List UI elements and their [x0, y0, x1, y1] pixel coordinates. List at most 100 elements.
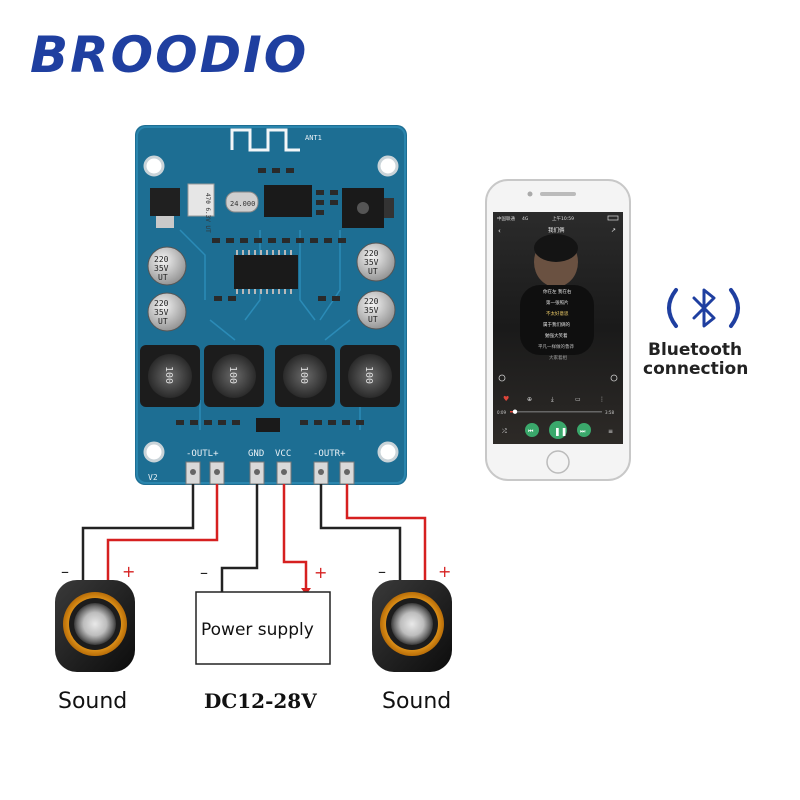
svg-text:100: 100 — [298, 366, 309, 384]
capacitor-right-top: 220 35V UT — [356, 242, 396, 282]
wires — [81, 484, 427, 592]
more-icon[interactable]: ⋮ — [599, 396, 605, 403]
svg-text:不太好意思: 不太好意思 — [546, 310, 569, 317]
svg-text:第一张照片: 第一张照片 — [546, 299, 569, 306]
inductor-1: 100 — [140, 345, 200, 407]
terminal-label-gnd: GND — [248, 449, 264, 459]
wire-power-negative — [220, 484, 259, 592]
svg-text:220: 220 — [154, 299, 169, 308]
back-icon[interactable]: ‹ — [498, 227, 501, 235]
right-speaker-label: Sound — [382, 689, 451, 714]
right-speaker: – + Sound — [372, 562, 452, 714]
svg-text:100: 100 — [363, 366, 374, 384]
voltage-label: DC12-28V — [204, 689, 317, 713]
inductor-2: 100 — [204, 345, 264, 407]
svg-text:平凡一样做的鲁莽: 平凡一样做的鲁莽 — [538, 343, 574, 350]
power-supply-minus: – — [200, 563, 208, 582]
wire-left-positive — [106, 484, 219, 580]
mounting-hole — [377, 155, 399, 177]
svg-text:大家着相: 大家着相 — [549, 354, 567, 361]
svg-text:35V: 35V — [364, 306, 379, 315]
home-button — [546, 450, 570, 474]
svg-text:470 6.3V UT: 470 6.3V UT — [204, 193, 211, 233]
svg-text:35V: 35V — [154, 264, 169, 273]
crystal — [225, 191, 259, 213]
prev-button[interactable] — [525, 423, 539, 437]
svg-text:上午10:59: 上午10:59 — [552, 215, 574, 222]
artist-photo — [520, 234, 594, 355]
svg-text:220: 220 — [364, 249, 379, 258]
power-supply: Power supply – + DC12-28V — [195, 563, 331, 713]
svg-text:0:09: 0:09 — [497, 410, 506, 415]
mounting-hole — [377, 441, 399, 463]
capacitor-right-bottom: 220 35V UT — [356, 290, 396, 330]
antenna-trace — [230, 128, 300, 152]
voltage-regulator — [150, 188, 180, 216]
terminal-label-outr: -OUTR+ — [313, 449, 346, 459]
svg-text:220: 220 — [364, 297, 379, 306]
pause-icon: ❚❚ — [554, 427, 567, 436]
svg-text:属于我们俩的: 属于我们俩的 — [543, 321, 570, 328]
next-icon: ⏭ — [580, 428, 586, 435]
amplifier-chip — [234, 255, 298, 289]
svg-text:UT: UT — [368, 267, 378, 276]
signal-arc-left — [667, 288, 678, 328]
wire-right-negative — [319, 484, 402, 580]
power-supply-plus: + — [314, 563, 327, 582]
wire-power-positive — [282, 484, 308, 592]
share-icon[interactable]: ↗ — [611, 227, 616, 234]
svg-text:24.000: 24.000 — [230, 200, 255, 208]
inductor-4: 100 — [340, 345, 400, 407]
playlist-icon[interactable]: ≡ — [608, 428, 613, 435]
bluetooth-caption-2: connection — [643, 359, 748, 379]
terminal-pads — [185, 461, 355, 485]
svg-text:中国联通: 中国联通 — [497, 215, 515, 222]
svg-text:勉强大笑着: 勉强大笑着 — [545, 332, 568, 339]
shuffle-icon[interactable]: ⤮ — [502, 428, 507, 435]
svg-text:UT: UT — [368, 315, 378, 324]
inductor-3: 100 — [275, 345, 335, 407]
right-speaker-plus: + — [438, 562, 451, 581]
left-speaker: – + Sound — [55, 562, 135, 714]
prev-icon: ⏮ — [528, 428, 534, 435]
wire-right-positive — [345, 484, 427, 580]
smartphone: 中国联通 4G 上午10:59 ‹ 我们俩 ↗ 你在左 我在右 第一张照片 不太… — [485, 179, 631, 481]
power-supply-label: Power supply — [201, 620, 314, 640]
svg-text:UT: UT — [158, 317, 168, 326]
terminal-label-vcc: VCC — [275, 449, 291, 459]
svg-text:35V: 35V — [364, 258, 379, 267]
bluetooth-icon — [692, 288, 716, 328]
bluetooth-indicator: Bluetooth connection — [643, 288, 748, 379]
capacitor-left-top: 220 35V UT — [147, 246, 187, 286]
bluetooth-caption-1: Bluetooth — [648, 340, 742, 360]
svg-text:35V: 35V — [154, 308, 169, 317]
right-speaker-minus: – — [378, 562, 386, 581]
progress-track[interactable] — [510, 411, 602, 413]
svg-text:220: 220 — [154, 255, 169, 264]
svg-text:4G: 4G — [522, 216, 529, 222]
next-button[interactable] — [577, 423, 591, 437]
download-icon[interactable]: ⤓ — [551, 396, 554, 403]
diode — [256, 418, 280, 432]
wire-left-negative — [81, 484, 195, 580]
small-capacitor — [187, 183, 215, 217]
svg-text:3:58: 3:58 — [605, 410, 614, 415]
play-pause-button[interactable] — [549, 421, 567, 439]
svg-text:UT: UT — [158, 273, 168, 282]
svg-text:ANT1: ANT1 — [305, 134, 322, 142]
like-icon[interactable]: ♥ — [503, 395, 509, 403]
progress-fill — [510, 411, 515, 413]
add-icon[interactable]: ⊕ — [527, 396, 532, 403]
bluetooth-chip — [264, 185, 312, 217]
left-speaker-minus: – — [61, 562, 69, 581]
amplifier-board: ANT1 470 6.3V UT 24.000 — [135, 125, 407, 485]
signal-arc-right — [729, 288, 740, 328]
comment-icon[interactable]: ▭ — [575, 396, 581, 403]
left-speaker-label: Sound — [58, 689, 127, 714]
mounting-hole — [143, 155, 165, 177]
svg-text:你在左 我在右: 你在左 我在右 — [543, 288, 572, 295]
song-title: 我们俩 — [548, 226, 565, 234]
left-speaker-plus: + — [122, 562, 135, 581]
svg-text:100: 100 — [163, 366, 174, 384]
